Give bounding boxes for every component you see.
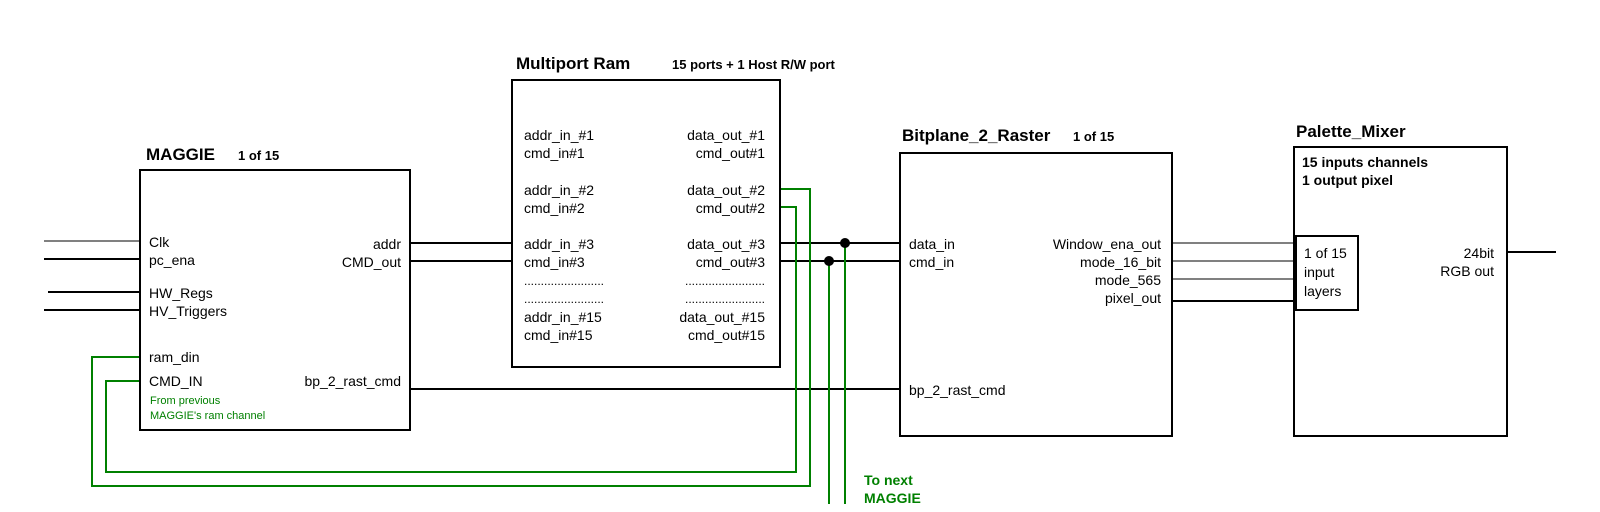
ram-in-addr-1: addr_in_#1 xyxy=(524,127,594,143)
mixer-output-line-2: RGB out xyxy=(1440,263,1494,279)
raster-in-cmd-in: cmd_in xyxy=(909,254,954,270)
maggie-count: 1 of 15 xyxy=(238,148,279,163)
mixer-output-line-1: 24bit xyxy=(1464,245,1494,261)
maggie-in-clk: Clk xyxy=(149,234,170,250)
ram-out-cmd-15: cmd_out#15 xyxy=(688,327,765,343)
ram-out-data-1: data_out_#1 xyxy=(687,127,765,143)
mixer-desc-line-1: 15 inputs channels xyxy=(1302,154,1428,170)
maggie-in-cmd-in: CMD_IN xyxy=(149,373,203,389)
ram-in-cmd-1: cmd_in#1 xyxy=(524,145,585,161)
raster-in-bp-2-rast-cmd: bp_2_rast_cmd xyxy=(909,382,1006,398)
junction-dot-cmd xyxy=(824,256,834,266)
ram-out-data-3: data_out_#3 xyxy=(687,236,765,252)
ram-in-cmd-2: cmd_in#2 xyxy=(524,200,585,216)
wire-cmd-out-2-loop xyxy=(105,206,797,473)
junction-dot-data xyxy=(840,238,850,248)
raster-in-data-in: data_in xyxy=(909,236,955,252)
bitplane-2-raster-block: Bitplane_2_Raster 1 of 15 data_in cmd_in… xyxy=(899,126,1173,437)
ram-dots-right-1: ........................ xyxy=(685,274,765,288)
mixer-desc-line-2: 1 output pixel xyxy=(1302,172,1393,188)
maggie-box xyxy=(139,169,411,431)
ram-in-addr-15: addr_in_#15 xyxy=(524,309,602,325)
wire-data-out-2-loop xyxy=(91,188,811,487)
maggie-in-ram-din: ram_din xyxy=(149,349,200,365)
maggie-in-hv-triggers: HV_Triggers xyxy=(149,303,227,319)
ram-in-addr-3: addr_in_#3 xyxy=(524,236,594,252)
raster-out-pixel-out: pixel_out xyxy=(1105,290,1161,306)
maggie-note-line-1: From previous xyxy=(150,395,221,407)
ram-title: Multiport Ram xyxy=(516,54,630,73)
ram-out-data-2: data_out_#2 xyxy=(687,182,765,198)
maggie-out-addr: addr xyxy=(373,236,401,252)
ram-out-cmd-3: cmd_out#3 xyxy=(696,254,765,270)
raster-title: Bitplane_2_Raster xyxy=(902,126,1051,145)
maggie-title: MAGGIE xyxy=(146,145,215,164)
ram-in-addr-2: addr_in_#2 xyxy=(524,182,594,198)
mixer-input-layers-box xyxy=(1295,235,1359,311)
maggie-block: MAGGIE 1 of 15 Clk pc_ena HW_Regs HV_Tri… xyxy=(139,145,411,431)
mixer-inner-line-3: layers xyxy=(1304,283,1341,299)
raster-out-mode-16-bit: mode_16_bit xyxy=(1080,254,1161,270)
ram-out-data-15: data_out_#15 xyxy=(679,309,765,325)
mixer-inner-line-2: input xyxy=(1304,264,1334,280)
raster-box xyxy=(899,152,1173,437)
ram-subtitle: 15 ports + 1 Host R/W port xyxy=(672,57,836,72)
maggie-out-cmd-out: CMD_out xyxy=(342,254,401,270)
ram-dots-right-2: ........................ xyxy=(685,292,765,306)
raster-out-window-ena: Window_ena_out xyxy=(1053,236,1161,252)
maggie-note-line-2: MAGGIE's ram channel xyxy=(150,410,265,422)
to-next-line-2: MAGGIE xyxy=(864,490,921,506)
mixer-title: Palette_Mixer xyxy=(1296,122,1406,141)
multiport-ram-block: Multiport Ram 15 ports + 1 Host R/W port… xyxy=(511,54,836,368)
ram-dots-left-2: ........................ xyxy=(524,292,604,306)
black-wires xyxy=(44,240,1556,390)
ram-in-cmd-15: cmd_in#15 xyxy=(524,327,593,343)
raster-out-mode-565: mode_565 xyxy=(1095,272,1161,288)
ram-dots-left-1: ........................ xyxy=(524,274,604,288)
maggie-in-pc-ena: pc_ena xyxy=(149,252,195,268)
maggie-in-hw-regs: HW_Regs xyxy=(149,285,213,301)
ram-out-cmd-1: cmd_out#1 xyxy=(696,145,765,161)
raster-count: 1 of 15 xyxy=(1073,129,1114,144)
mixer-inner-line-1: 1 of 15 xyxy=(1304,245,1347,261)
ram-out-cmd-2: cmd_out#2 xyxy=(696,200,765,216)
green-wires xyxy=(91,188,846,504)
ram-in-cmd-3: cmd_in#3 xyxy=(524,254,585,270)
ram-box xyxy=(511,79,781,368)
palette-mixer-block: Palette_Mixer 15 inputs channels 1 outpu… xyxy=(1293,122,1508,437)
to-next-line-1: To next xyxy=(864,472,913,488)
maggie-out-bp-2-rast-cmd: bp_2_rast_cmd xyxy=(304,373,401,389)
